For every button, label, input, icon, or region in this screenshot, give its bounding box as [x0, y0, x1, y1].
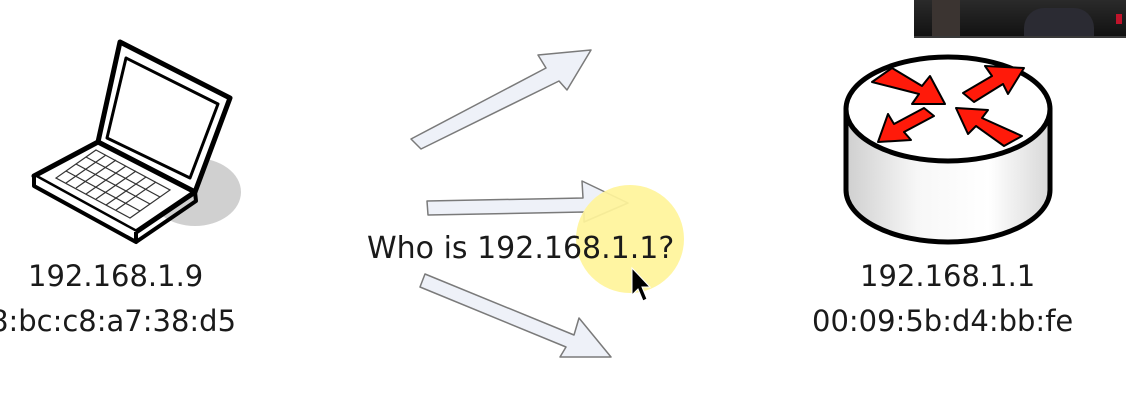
left-host-ip: 192.168.1.9 — [28, 259, 204, 293]
router-icon — [843, 54, 1053, 245]
webcam-person — [932, 0, 960, 36]
cursor-icon — [631, 266, 652, 302]
webcam-red-element — [1116, 14, 1122, 24]
cursor-highlight — [576, 185, 684, 293]
webcam-background — [1024, 8, 1094, 36]
right-host-ip: 192.168.1.1 — [860, 259, 1036, 293]
right-host-mac: 00:09:5b:d4:bb:fe — [812, 304, 1074, 338]
webcam-overlay — [914, 0, 1126, 38]
left-host-mac: 8:bc:c8:a7:38:d5 — [0, 304, 237, 338]
broadcast-query-text: Who is 192.168.1.1? — [367, 231, 675, 266]
laptop-icon — [31, 39, 241, 244]
arrow-up-right — [410, 49, 592, 150]
arrow-down-right — [419, 273, 612, 358]
